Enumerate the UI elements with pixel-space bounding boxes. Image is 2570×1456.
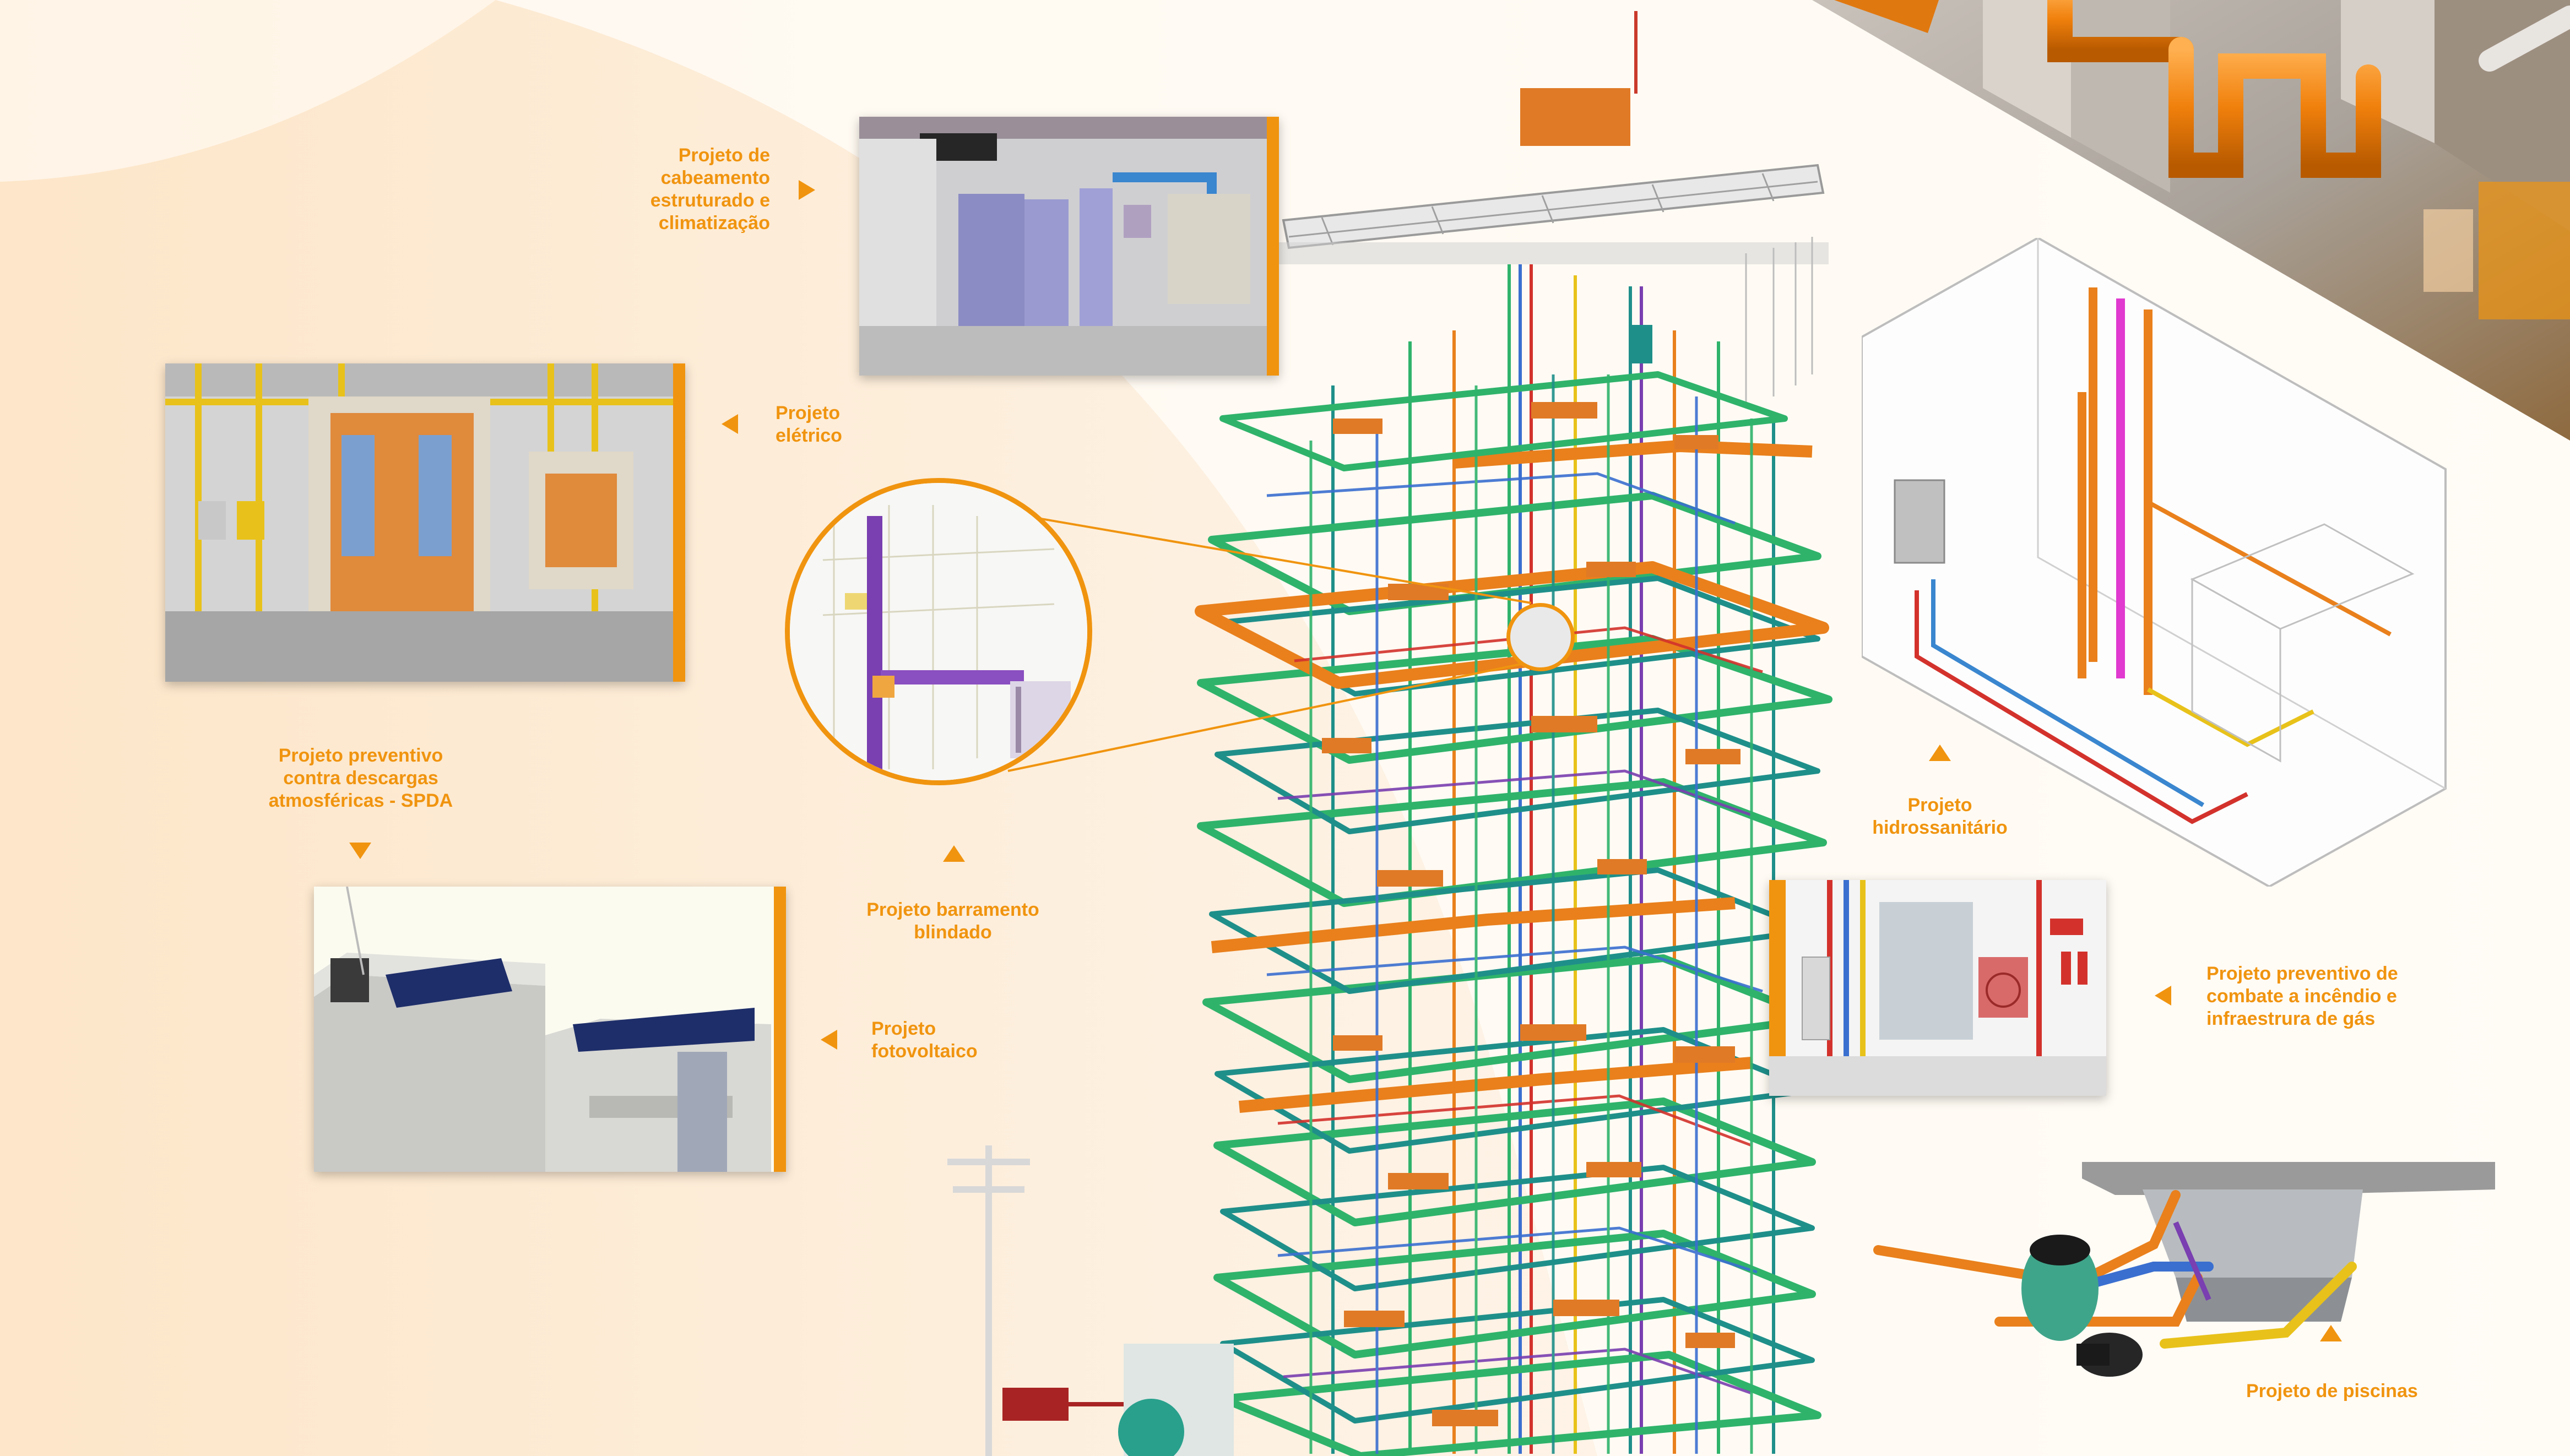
circle-barramento xyxy=(785,478,1092,785)
arrow-eletrico-icon xyxy=(722,414,738,434)
arrow-hidrossanitario-icon xyxy=(1929,745,1951,761)
panel-incendio xyxy=(1769,880,2106,1096)
label-fotovoltaico: Projeto fotovoltaico xyxy=(871,1018,978,1062)
arrow-piscinas-icon xyxy=(2320,1325,2342,1341)
panel-piscinas xyxy=(1867,1156,2501,1399)
panel-cabeamento xyxy=(859,117,1279,376)
arrow-barramento-icon xyxy=(943,845,965,862)
arrow-incendio-icon xyxy=(2155,986,2171,1006)
arrow-fotovoltaico-icon xyxy=(821,1030,837,1050)
label-cabeamento: Projeto de cabeamento estruturado e clim… xyxy=(650,145,770,233)
tower-zoom-marker xyxy=(1506,603,1575,671)
panel-fotovoltaico xyxy=(314,887,786,1172)
label-incendio: Projeto preventivo de combate a incêndio… xyxy=(2206,963,2398,1029)
arrow-spda-icon xyxy=(349,843,371,859)
label-hidrossanitario: Projeto hidrossanitário xyxy=(1872,795,2008,838)
label-barramento: Projeto barramento blindado xyxy=(866,899,1039,943)
label-piscinas: Projeto de piscinas xyxy=(2246,1381,2418,1401)
panel-eletrico xyxy=(165,363,685,682)
label-spda: Projeto preventivo contra descargas atmo… xyxy=(268,745,453,811)
label-eletrico: Projeto elétrico xyxy=(776,403,842,446)
arrow-cabeamento-icon xyxy=(799,180,815,200)
panel-hidrossanitario xyxy=(1861,236,2457,888)
